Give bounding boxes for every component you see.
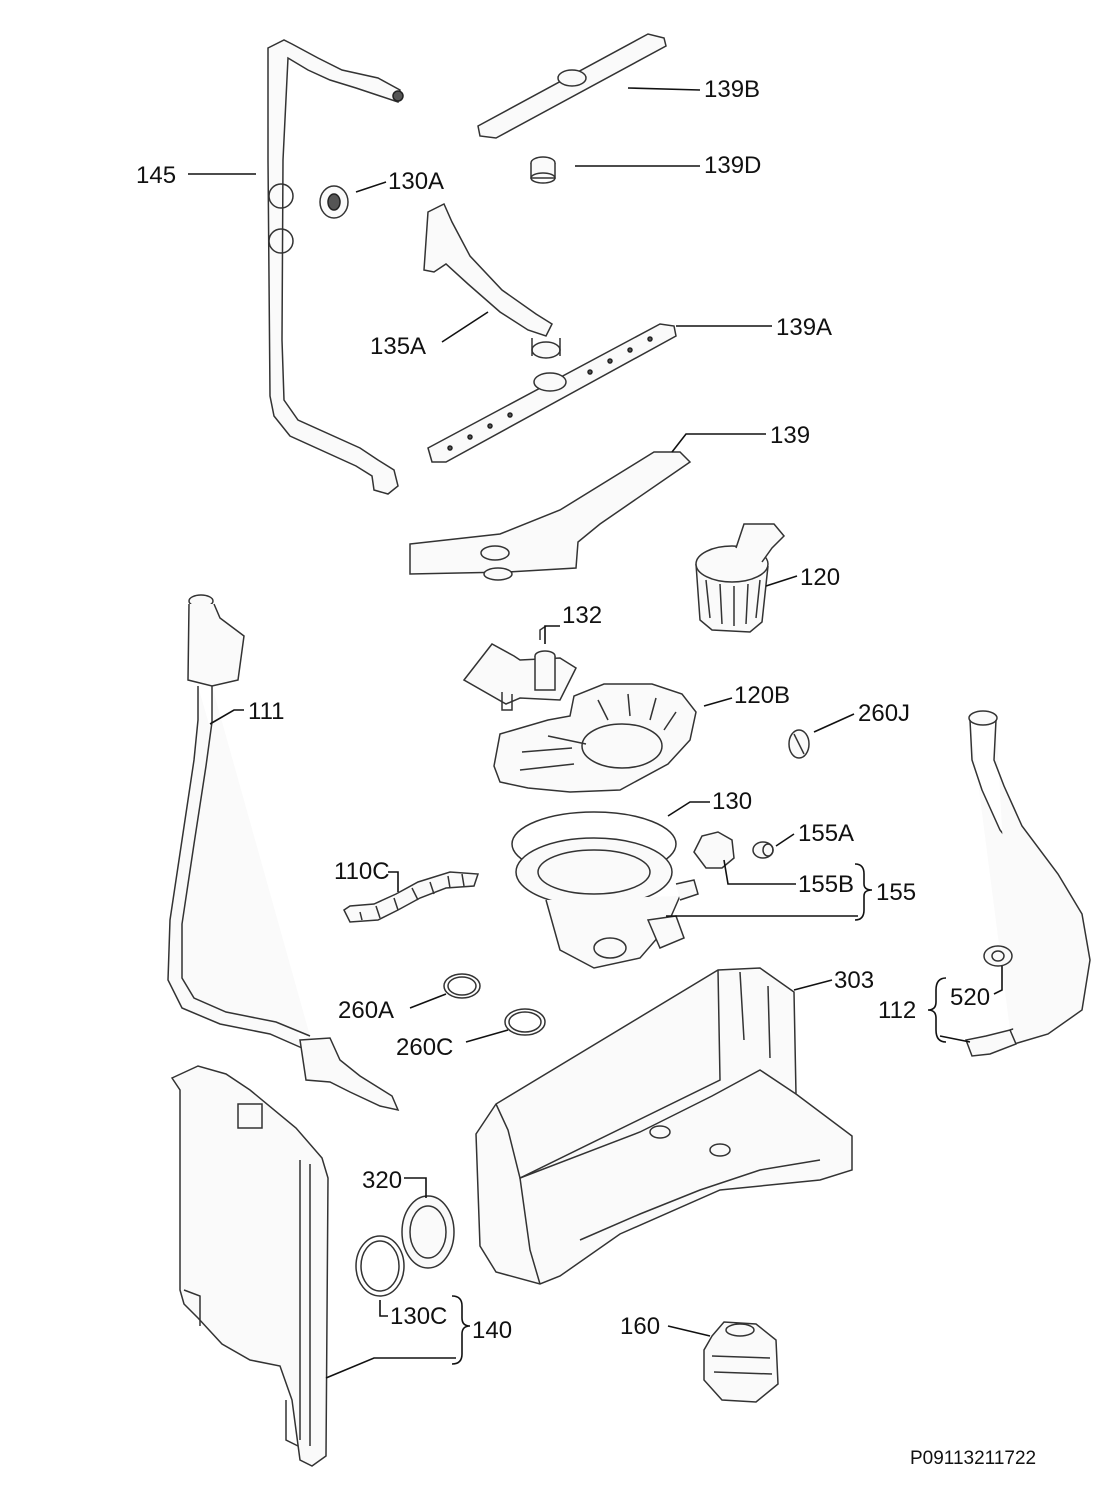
- label-260A: 260A: [338, 997, 394, 1024]
- label-260J: 260J: [858, 700, 910, 727]
- part-139D-nozzle: [530, 156, 556, 184]
- label-135A: 135A: [370, 333, 426, 360]
- part-139-lower-spray-arm: [409, 451, 692, 581]
- label-145: 145: [136, 162, 176, 189]
- part-139B-upper-spray-arm: [477, 33, 667, 139]
- label-260C: 260C: [396, 1034, 453, 1061]
- label-111: 111: [248, 698, 284, 725]
- label-520: 520: [950, 984, 990, 1011]
- label-110C: 110C: [334, 858, 390, 885]
- part-260J-clamp: [788, 729, 810, 759]
- label-303: 303: [834, 967, 874, 994]
- label-139B: 139B: [704, 76, 760, 103]
- label-130: 130: [712, 788, 752, 815]
- label-132: 132: [562, 602, 602, 629]
- part-130C-ring: [355, 1235, 405, 1297]
- part-130-sump: [511, 811, 699, 969]
- label-320: 320: [362, 1167, 402, 1194]
- callout-labels: 139B 145 130A 139D 135A 139A 139 120 132…: [136, 76, 1036, 1469]
- label-130C: 130C: [390, 1303, 447, 1330]
- part-155A-plug: [752, 841, 774, 859]
- part-160-drain-pump: [703, 1321, 779, 1403]
- label-155: 155: [876, 879, 916, 906]
- part-260A-clamp: [443, 973, 481, 999]
- label-155B: 155B: [798, 871, 854, 898]
- label-130A: 130A: [388, 168, 444, 195]
- part-130A-seal: [319, 185, 349, 219]
- label-139A: 139A: [776, 314, 832, 341]
- part-132-component: [462, 625, 577, 711]
- label-139: 139: [770, 422, 810, 449]
- part-110C-hose: [343, 871, 480, 923]
- part-135A-arm-support: [423, 202, 561, 359]
- part-145-supply-pipe: [267, 39, 404, 495]
- label-120B: 120B: [734, 682, 790, 709]
- label-160: 160: [620, 1313, 660, 1340]
- part-520-clip: [983, 945, 1013, 967]
- part-112-drain-hose: [964, 710, 1091, 1057]
- part-303-base: [475, 967, 853, 1285]
- label-112: 112: [878, 997, 916, 1024]
- part-120-filter: [695, 523, 786, 633]
- label-120: 120: [800, 564, 840, 591]
- part-111-inlet-hose: [167, 594, 400, 1112]
- part-260C-clamp: [504, 1008, 546, 1036]
- label-140: 140: [472, 1317, 512, 1344]
- part-139A-middle-spray-arm: [427, 323, 677, 463]
- part-320-seal: [401, 1195, 455, 1269]
- label-155A: 155A: [798, 820, 854, 847]
- reference-code: P09113211722: [910, 1448, 1036, 1469]
- part-120B-filter-plate: [493, 683, 697, 793]
- part-140-air-break: [170, 1065, 329, 1467]
- leader-lines: [188, 87, 1003, 1379]
- part-155B-cover: [693, 831, 735, 869]
- label-139D: 139D: [704, 152, 761, 179]
